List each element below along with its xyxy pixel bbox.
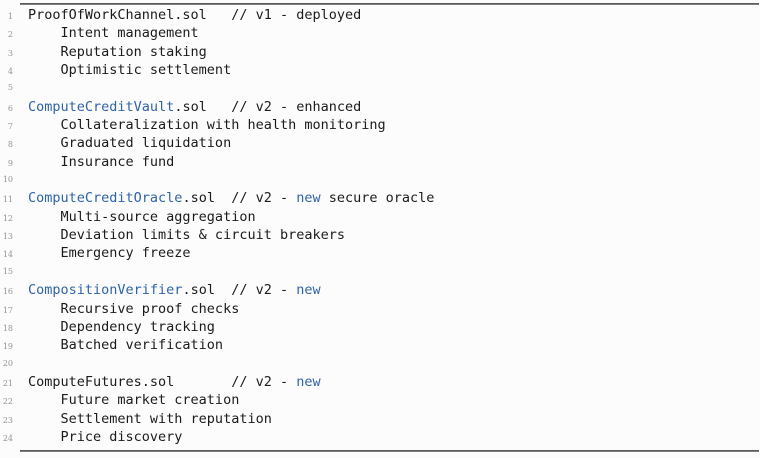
line-number: 6 [7, 103, 13, 113]
code-line: 10 [0, 171, 760, 189]
code-text: Reputation staking [28, 43, 207, 61]
plain-token: Settlement with reputation [28, 410, 272, 427]
code-line: 3 Reputation staking [0, 43, 760, 61]
code-line: 19 Batched verification [0, 336, 760, 354]
keyword-token: ComputeCreditOracle [28, 190, 183, 207]
code-text: ComputeCreditVault.sol // v2 - enhanced [28, 98, 361, 116]
code-line: 21 ComputeFutures.sol // v2 - new [0, 373, 760, 391]
plain-token: Graduated liquidation [28, 135, 232, 152]
plain-token: Multi-source aggregation [28, 208, 256, 225]
code-line: 22 Future market creation [0, 391, 760, 409]
code-line: 20 [0, 355, 760, 373]
line-number: 18 [2, 323, 13, 333]
plain-token: Recursive proof checks [28, 300, 240, 317]
code-text: Graduated liquidation [28, 134, 232, 152]
code-line: 6 ComputeCreditVault.sol // v2 - enhanced [0, 98, 760, 116]
line-number: 3 [7, 48, 13, 58]
line-number: 15 [2, 266, 13, 276]
line-number: 8 [7, 140, 13, 150]
line-number: 21 [2, 378, 13, 388]
line-number: 13 [2, 232, 13, 242]
code-line: 9 Insurance fund [0, 153, 760, 171]
line-number: 4 [7, 67, 13, 77]
keyword-token: new [296, 373, 321, 390]
plain-token: Batched verification [28, 337, 224, 354]
code-text: Intent management [28, 24, 199, 42]
code-line: 4 Optimistic settlement [0, 61, 760, 79]
code-line: 2 Intent management [0, 24, 760, 42]
line-number: 9 [7, 158, 13, 168]
code-line: 14 Emergency freeze [0, 244, 760, 262]
code-text: Multi-source aggregation [28, 208, 256, 226]
plain-token: ProofOfWorkChannel.sol // v1 - deployed [28, 7, 362, 23]
plain-token: .sol // v2 - [182, 190, 297, 207]
code-text: Future market creation [28, 391, 240, 409]
code-text: Optimistic settlement [28, 61, 232, 79]
code-text: CompositionVerifier.sol // v2 - new [28, 281, 321, 299]
line-number: 12 [2, 213, 13, 223]
code-listing-lines: 1 ProofOfWorkChannel.sol // v1 - deployed… [0, 6, 760, 446]
plain-token: Optimistic settlement [28, 62, 232, 79]
plain-token: ComputeFutures.sol // v2 - [28, 373, 297, 390]
code-text: Settlement with reputation [28, 410, 272, 428]
line-number: 24 [2, 433, 13, 443]
plain-token: Emergency freeze [28, 245, 191, 262]
top-rule [20, 3, 759, 5]
line-number: 11 [2, 195, 13, 205]
code-text: ComputeFutures.sol // v2 - new [28, 373, 321, 391]
line-number: 16 [2, 287, 13, 297]
code-text: Price discovery [28, 428, 183, 446]
plain-token: Collateralization with health monitoring [28, 117, 386, 134]
code-text: Batched verification [28, 336, 224, 354]
line-number: 2 [7, 30, 13, 40]
code-line: 5 [0, 79, 760, 97]
keyword-token: new [296, 282, 321, 299]
plain-token: Insurance fund [28, 153, 175, 170]
line-number: 22 [2, 397, 13, 407]
code-line: 13 Deviation limits & circuit breakers [0, 226, 760, 244]
keyword-token: ComputeCreditVault [28, 98, 175, 115]
code-line: 15 [0, 263, 760, 281]
code-text: Insurance fund [28, 153, 175, 171]
code-text: Emergency freeze [28, 244, 191, 262]
code-line: 1 ProofOfWorkChannel.sol // v1 - deployed [0, 6, 760, 24]
code-line: 16 CompositionVerifier.sol // v2 - new [0, 281, 760, 299]
line-number: 20 [2, 358, 13, 368]
plain-token: Dependency tracking [28, 318, 215, 335]
code-text: Dependency tracking [28, 318, 215, 336]
plain-token: Reputation staking [28, 43, 207, 60]
code-line: 8 Graduated liquidation [0, 134, 760, 152]
line-number: 5 [7, 83, 13, 93]
code-text: Recursive proof checks [28, 300, 240, 318]
bottom-rule [20, 450, 759, 452]
line-number: 19 [2, 342, 13, 352]
plain-token: Deviation limits & circuit breakers [28, 227, 345, 244]
code-line: 17 Recursive proof checks [0, 300, 760, 318]
code-line: 23 Settlement with reputation [0, 410, 760, 428]
code-line: 24 Price discovery [0, 428, 760, 446]
line-number: 23 [2, 415, 13, 425]
plain-token: .sol // v2 - [182, 282, 297, 299]
code-text: ComputeCreditOracle.sol // v2 - new secu… [28, 189, 434, 207]
line-number: 10 [2, 175, 13, 185]
keyword-token: CompositionVerifier [28, 282, 183, 299]
line-number: 17 [2, 305, 13, 315]
code-text: Collateralization with health monitoring [28, 116, 386, 134]
code-line: 12 Multi-source aggregation [0, 208, 760, 226]
code-text: Deviation limits & circuit breakers [28, 226, 345, 244]
line-number: 14 [2, 250, 13, 260]
plain-token: Intent management [28, 25, 199, 42]
plain-token: secure oracle [320, 190, 435, 207]
code-line: 7 Collateralization with health monitori… [0, 116, 760, 134]
keyword-token: new [296, 190, 321, 207]
plain-token: Price discovery [28, 428, 183, 445]
line-number: 7 [7, 122, 13, 132]
code-text: ProofOfWorkChannel.sol // v1 - deployed [28, 6, 361, 24]
code-line: 11 ComputeCreditOracle.sol // v2 - new se… [0, 189, 760, 207]
code-line: 18 Dependency tracking [0, 318, 760, 336]
plain-token: .sol // v2 - enhanced [174, 98, 362, 115]
line-number: 1 [7, 12, 13, 21]
plain-token: Future market creation [28, 392, 240, 409]
